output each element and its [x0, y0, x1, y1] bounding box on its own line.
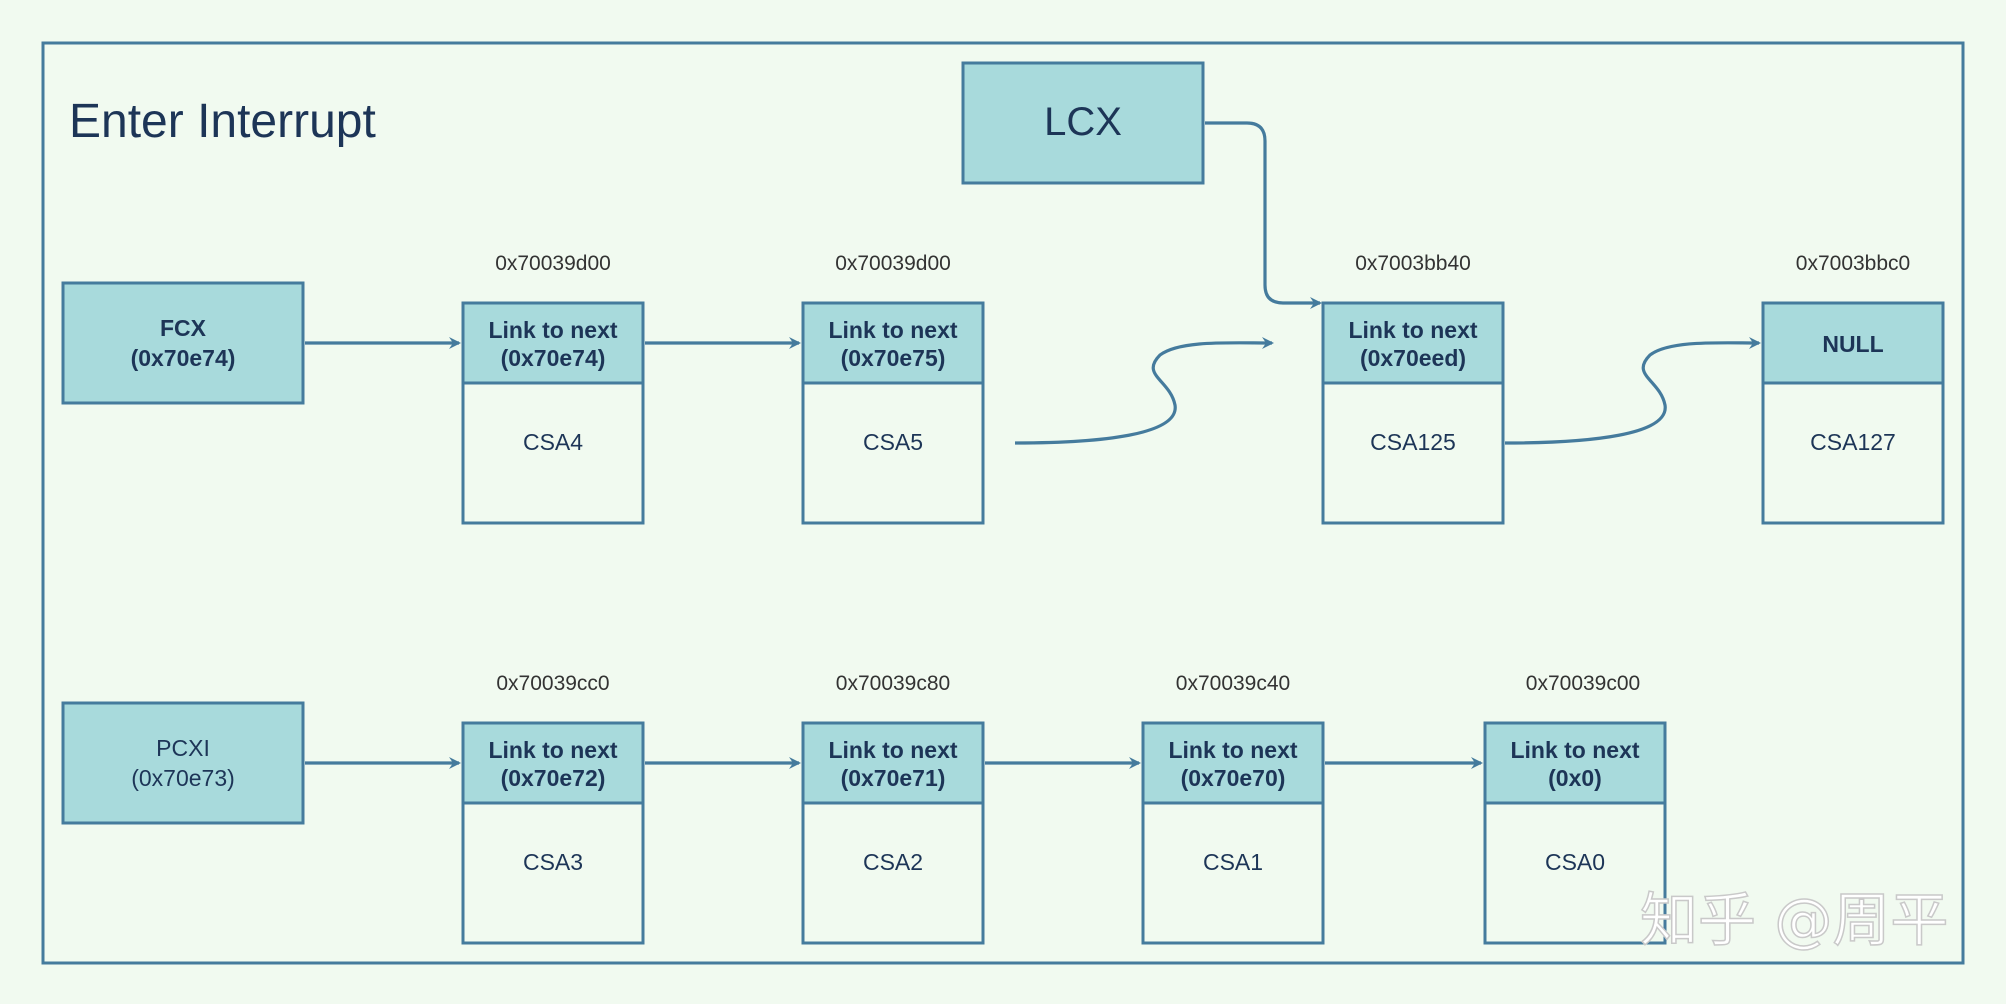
lcx-label: LCX: [1044, 100, 1122, 144]
csa-address: 0x70039c40: [1176, 672, 1290, 695]
csa-name: CSA3: [523, 849, 583, 875]
edge-lcx-to-csa125: [1205, 121, 1322, 309]
csa-block-top-1: 0x70039d00 Link to next (0x70e75) CSA5: [801, 252, 985, 525]
csa-address: 0x70039d00: [495, 252, 611, 275]
pcxi-register: PCXI (0x70e73): [61, 701, 305, 825]
lcx-register: LCX: [961, 61, 1205, 185]
csa-link-value: (0x70eed): [1360, 345, 1466, 371]
csa-link-value: (0x70e74): [501, 345, 606, 371]
watermark: 知乎 @周平: [1640, 886, 1948, 954]
edge-csa5-to-gap: [1014, 336, 1274, 445]
diagram-title: Enter Interrupt: [69, 95, 376, 148]
csa-name: CSA4: [523, 429, 583, 455]
csa-name: CSA5: [863, 429, 923, 455]
csa-link-label: Link to next: [488, 317, 617, 343]
csa-name: CSA2: [863, 849, 923, 875]
csa-link-value: (0x70e70): [1181, 765, 1286, 791]
csa-link-label: Link to next: [1348, 317, 1477, 343]
csa-block-bottom-0: 0x70039cc0 Link to next (0x70e72) CSA3: [461, 672, 645, 945]
csa-link-label: Link to next: [828, 317, 957, 343]
csa-block-bottom-2: 0x70039c40 Link to next (0x70e70) CSA1: [1141, 672, 1325, 945]
csa-name: CSA127: [1810, 429, 1896, 455]
csa-link-value: (0x0): [1548, 765, 1602, 791]
csa-link-label: Link to next: [1168, 737, 1297, 763]
edge-csa125-to-csa127: [1504, 336, 1761, 445]
csa-address: 0x70039cc0: [496, 672, 609, 695]
csa-link-label: NULL: [1822, 331, 1883, 357]
csa-address: 0x7003bb40: [1355, 252, 1471, 275]
csa-link-value: (0x70e72): [501, 765, 606, 791]
csa-block-bottom-1: 0x70039c80 Link to next (0x70e71) CSA2: [801, 672, 985, 945]
csa-link-label: Link to next: [1510, 737, 1639, 763]
csa-block-top-3: 0x7003bbc0 NULL CSA127: [1761, 252, 1945, 525]
csa-address: 0x70039d00: [835, 252, 951, 275]
csa-name: CSA125: [1370, 429, 1456, 455]
csa-address: 0x70039c00: [1526, 672, 1640, 695]
outer-frame: [41, 41, 1965, 965]
csa-name: CSA0: [1545, 849, 1605, 875]
fcx-register: FCX (0x70e74): [61, 281, 305, 405]
csa-address: 0x7003bbc0: [1796, 252, 1910, 275]
pcxi-value: (0x70e73): [131, 765, 235, 791]
fcx-value: (0x70e74): [131, 345, 236, 371]
csa-link-value: (0x70e75): [841, 345, 946, 371]
fcx-label: FCX: [160, 315, 207, 341]
csa-link-value: (0x70e71): [841, 765, 946, 791]
csa-block-bottom-3: 0x70039c00 Link to next (0x0) CSA0: [1483, 672, 1667, 945]
csa-link-label: Link to next: [828, 737, 957, 763]
csa-block-top-0: 0x70039d00 Link to next (0x70e74) CSA4: [461, 252, 645, 525]
csa-name: CSA1: [1203, 849, 1263, 875]
pcxi-label: PCXI: [156, 735, 210, 761]
csa-address: 0x70039c80: [836, 672, 950, 695]
csa-block-top-2: 0x7003bb40 Link to next (0x70eed) CSA125: [1321, 252, 1505, 525]
csa-link-label: Link to next: [488, 737, 617, 763]
